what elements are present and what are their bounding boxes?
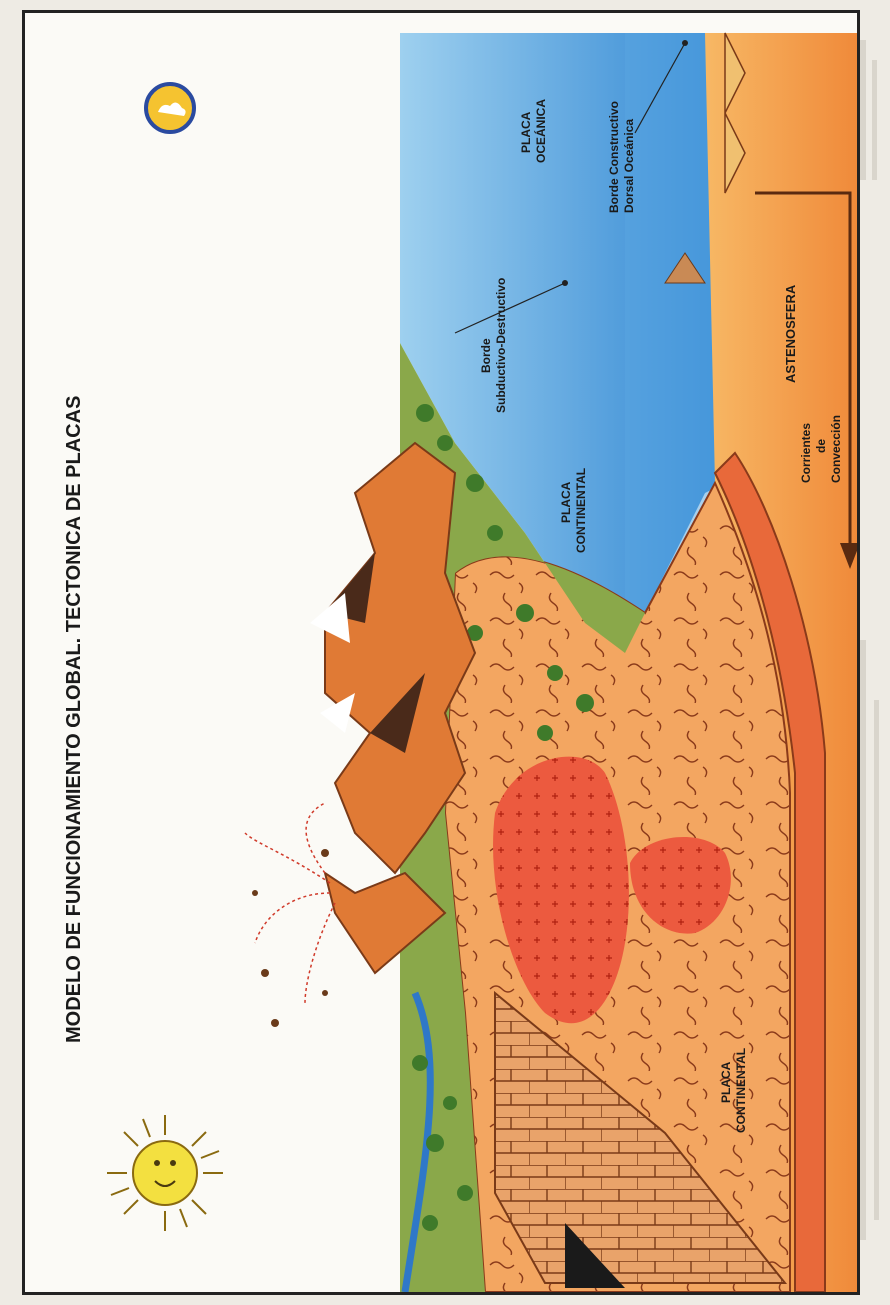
svg-text:Dorsal Oceánica: Dorsal Oceánica (622, 119, 636, 213)
island-volcano (664, 252, 706, 284)
river (401, 991, 434, 1292)
plate-tectonics-diagram: MODELO DE FUNCIONAMIENTO GLOBAL. TECTONI… (25, 13, 857, 1292)
svg-text:CONTINENTAL: CONTINENTAL (734, 1048, 748, 1133)
volcano-ejecta (244, 802, 336, 1004)
pointer-dot-subductive (562, 280, 568, 286)
svg-text:de: de (814, 439, 828, 453)
label-placa-continental-top: PLACA CONTINENTAL (559, 468, 588, 553)
pointer-subductive (454, 282, 566, 334)
label-corrientes: Corrientes de Convección (799, 415, 843, 483)
subducting-slab (713, 451, 826, 1292)
diagram-frame: MODELO DE FUNCIONAMIENTO GLOBAL. TECTONI… (22, 10, 860, 1295)
dark-deposit (565, 1223, 625, 1288)
svg-text:Borde Constructivo: Borde Constructivo (607, 101, 621, 213)
mountain-range (324, 441, 477, 875)
convection-arrow (755, 191, 852, 553)
svg-text:Convección: Convección (829, 415, 843, 483)
svg-text:Corrientes: Corrientes (799, 423, 813, 483)
land-vegetation (400, 343, 645, 1292)
mid-ocean-ridge (724, 32, 746, 194)
diagram-title: MODELO DE FUNCIONAMIENTO GLOBAL. TECTONI… (63, 396, 85, 1043)
mountain-shadow-2 (370, 673, 425, 753)
label-borde-constructivo: Borde Constructivo Dorsal Oceánica (607, 101, 636, 213)
svg-text:PLACA: PLACA (559, 481, 573, 523)
svg-text:PLACA: PLACA (519, 111, 533, 153)
magma-chamber-texture (493, 756, 629, 1024)
svg-text:CONTINENTAL: CONTINENTAL (574, 468, 588, 553)
snow-cap-1 (310, 593, 350, 643)
cloud-logo-icon (144, 82, 196, 134)
magma-chamber-small-texture (630, 836, 731, 934)
sediment-layer (494, 990, 788, 1284)
svg-text:Subductivo-Destructivo: Subductivo-Destructivo (494, 278, 508, 413)
snow-cap-2 (320, 693, 355, 733)
label-placa-oceanica: PLACA OCEÁNICA (519, 99, 548, 163)
svg-text:Borde: Borde (479, 338, 493, 373)
pointer-constructive (634, 42, 686, 134)
sun-icon (107, 1115, 223, 1231)
volcanic-bombs (252, 849, 329, 1027)
trees (412, 404, 594, 1231)
label-placa-continental-bottom: PLACA CONTINENTAL (719, 1048, 748, 1133)
label-borde-subductivo: Borde Subductivo-Destructivo (479, 278, 508, 413)
convection-arrowhead (840, 543, 857, 569)
label-astenosfera: ASTENOSFERA (783, 284, 798, 383)
svg-text:PLACA: PLACA (719, 1061, 733, 1103)
pointer-dot-constructive (682, 40, 688, 46)
svg-text:OCEÁNICA: OCEÁNICA (533, 99, 548, 163)
